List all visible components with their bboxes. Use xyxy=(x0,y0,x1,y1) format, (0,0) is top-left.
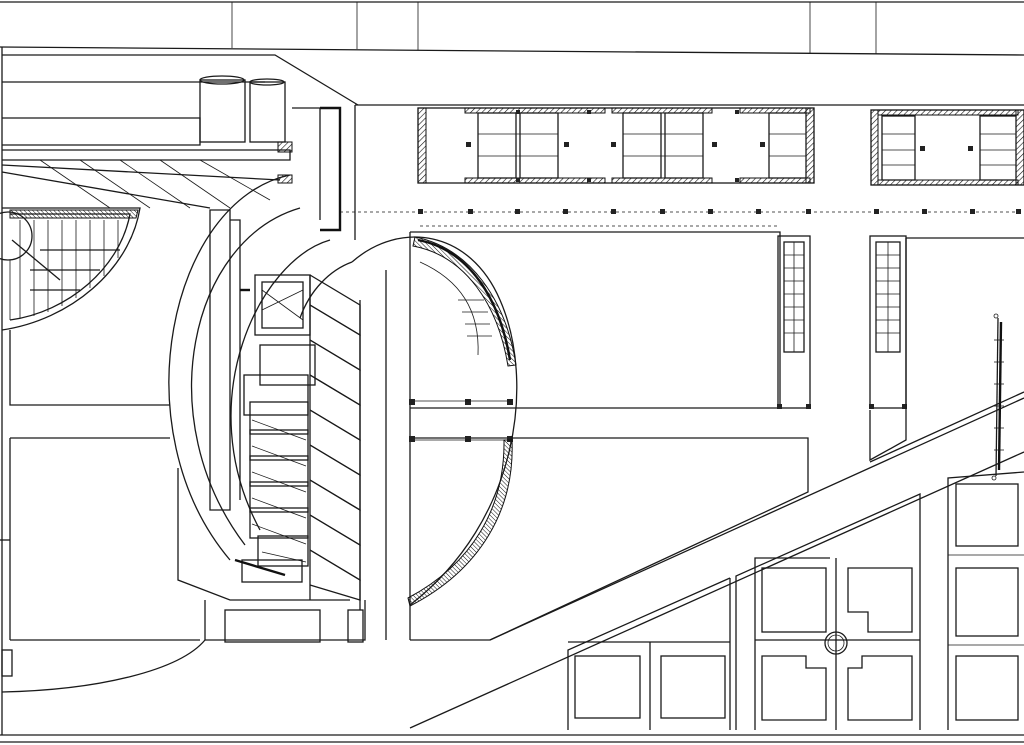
left-circular-stair xyxy=(0,207,141,331)
central-court xyxy=(385,231,809,641)
scale-bar xyxy=(991,313,1004,481)
lower-left-enclosures xyxy=(0,330,206,693)
axonometric-stair-tower xyxy=(168,174,366,643)
diagonal-avenue xyxy=(409,391,1024,729)
oval-drum xyxy=(351,236,518,607)
upper-right-block xyxy=(870,109,1024,186)
upper-colonnade-block xyxy=(417,107,815,184)
column-row xyxy=(340,209,1024,227)
stair-shaft-middle xyxy=(777,235,811,409)
lower-right-city-blocks xyxy=(567,471,1024,730)
stair-shaft-right xyxy=(869,235,1024,462)
upper-left-terrace xyxy=(1,54,359,232)
